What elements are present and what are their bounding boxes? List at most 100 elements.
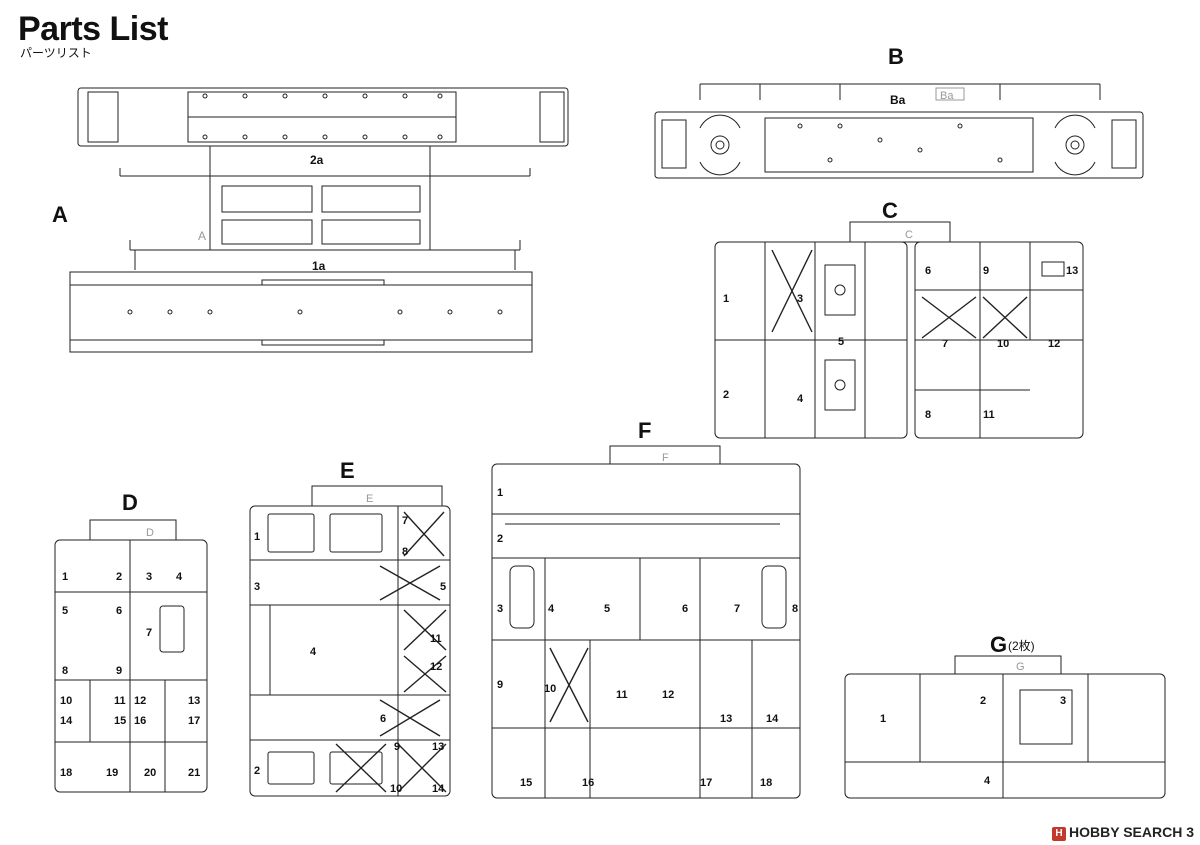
sprue-a-tab: A <box>198 229 206 243</box>
hobby-search-logo-icon: H <box>1052 827 1066 841</box>
sprue-f-tab: F <box>662 452 669 464</box>
part-e-8: 8 <box>402 546 408 558</box>
part-a-2a: 2a <box>310 153 324 167</box>
part-d-17: 17 <box>188 715 200 727</box>
part-d-7: 7 <box>146 627 152 639</box>
part-f-4: 4 <box>548 603 555 615</box>
sprue-d-tab: D <box>146 527 154 539</box>
part-e-5: 5 <box>440 581 446 593</box>
part-g-4: 4 <box>984 775 991 787</box>
part-d-10: 10 <box>60 695 72 707</box>
part-f-14: 14 <box>766 713 779 725</box>
sprue-g-letter: G <box>990 632 1007 657</box>
page-number: 3 <box>1186 824 1194 840</box>
part-f-15: 15 <box>520 777 532 789</box>
part-e-7: 7 <box>402 515 408 527</box>
part-c-13: 13 <box>1066 265 1078 277</box>
sprue-b-letter: B <box>888 44 904 69</box>
part-c-7: 7 <box>942 338 948 350</box>
part-f-5: 5 <box>604 603 610 615</box>
part-c-4: 4 <box>797 393 804 405</box>
part-c-11: 11 <box>983 409 995 421</box>
sprue-g: G (2枚) G 1 2 3 4 <box>844 632 1166 799</box>
part-d-11: 11 <box>114 695 126 707</box>
part-d-2: 2 <box>116 571 122 583</box>
part-d-13: 13 <box>188 695 200 707</box>
sprue-b-part-ba: Ba <box>890 93 906 107</box>
part-c-9: 9 <box>983 265 989 277</box>
part-f-8: 8 <box>792 603 798 615</box>
part-e-13: 13 <box>432 741 444 753</box>
part-c-8: 8 <box>925 409 931 421</box>
part-e-6: 6 <box>380 713 386 725</box>
page-title: Parts List <box>18 10 168 48</box>
part-c-6: 6 <box>925 265 931 277</box>
part-g-3: 3 <box>1060 695 1066 707</box>
part-f-3: 3 <box>497 603 503 615</box>
sprue-a: A 2a A 1a <box>52 87 569 353</box>
part-d-12: 12 <box>134 695 146 707</box>
part-g-2: 2 <box>980 695 986 707</box>
part-e-10: 10 <box>390 783 402 795</box>
part-d-5: 5 <box>62 605 68 617</box>
part-d-1: 1 <box>62 571 68 583</box>
part-c-5: 5 <box>838 336 844 348</box>
part-f-2: 2 <box>497 533 503 545</box>
watermark-text: HOBBY SEARCH <box>1069 824 1183 840</box>
part-f-1: 1 <box>497 487 503 499</box>
part-d-20: 20 <box>144 767 156 779</box>
part-f-11: 11 <box>616 689 628 701</box>
sprue-g-tab: G <box>1016 661 1025 673</box>
part-e-1: 1 <box>254 531 260 543</box>
sprue-e-letter: E <box>340 458 355 483</box>
sprue-c-letter: C <box>882 198 898 223</box>
part-f-6: 6 <box>682 603 688 615</box>
part-d-19: 19 <box>106 767 118 779</box>
sprue-g-qty: (2枚) <box>1008 638 1035 653</box>
part-c-2: 2 <box>723 389 729 401</box>
sprue-c-tab: C <box>905 229 913 241</box>
part-c-10: 10 <box>997 338 1009 350</box>
part-d-18: 18 <box>60 767 72 779</box>
part-f-13: 13 <box>720 713 732 725</box>
page-subtitle: パーツリスト <box>20 46 92 60</box>
part-c-3: 3 <box>797 293 803 305</box>
part-f-16: 16 <box>582 777 594 789</box>
sprue-e-tab: E <box>366 493 373 505</box>
sprue-b-tab: Ba <box>940 90 954 102</box>
part-d-6: 6 <box>116 605 122 617</box>
sprue-a-letter: A <box>52 202 68 227</box>
sprue-d: D D 1 2 3 4 5 6 7 8 9 10 11 12 13 14 15 <box>54 490 208 793</box>
part-d-14: 14 <box>60 715 73 727</box>
sprue-c: C C 1 2 3 4 5 6 7 8 9 10 <box>714 198 1084 439</box>
part-g-1: 1 <box>880 713 886 725</box>
part-f-7: 7 <box>734 603 740 615</box>
part-f-17: 17 <box>700 777 712 789</box>
part-e-4: 4 <box>310 646 317 658</box>
part-e-12: 12 <box>430 661 442 673</box>
part-f-18: 18 <box>760 777 772 789</box>
part-e-2: 2 <box>254 765 260 777</box>
part-d-3: 3 <box>146 571 152 583</box>
part-e-9: 9 <box>394 741 400 753</box>
part-d-21: 21 <box>188 767 200 779</box>
part-c-12: 12 <box>1048 338 1060 350</box>
sprue-e: E E 1 2 3 4 5 6 7 8 9 1 <box>249 458 451 797</box>
part-d-9: 9 <box>116 665 122 677</box>
part-d-15: 15 <box>114 715 126 727</box>
sprue-d-letter: D <box>122 490 138 515</box>
part-e-3: 3 <box>254 581 260 593</box>
part-f-9: 9 <box>497 679 503 691</box>
sprue-f-letter: F <box>638 418 651 443</box>
part-f-10: 10 <box>544 683 556 695</box>
sprue-b: B Ba Ba <box>654 44 1144 179</box>
part-d-8: 8 <box>62 665 68 677</box>
part-e-14: 14 <box>432 783 445 795</box>
part-d-4: 4 <box>176 571 183 583</box>
part-a-1a: 1a <box>312 259 326 273</box>
part-c-1: 1 <box>723 293 729 305</box>
part-f-12: 12 <box>662 689 674 701</box>
